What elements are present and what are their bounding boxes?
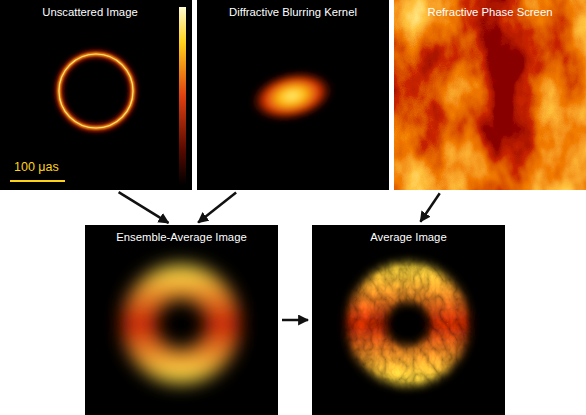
scattered-ring — [366, 282, 450, 366]
image-panel: Diffractive Blurring Kernel — [197, 0, 389, 190]
panel-title: Refractive Phase Screen — [394, 0, 586, 20]
colorbar — [179, 7, 186, 185]
flow-arrow — [119, 192, 169, 223]
image-panel: Ensemble-Average Image — [85, 225, 278, 415]
ring-core — [59, 54, 133, 128]
flow-arrow — [198, 192, 236, 222]
phase-screen — [394, 0, 586, 190]
flow-arrow — [420, 193, 439, 221]
panel-ground — [197, 0, 389, 190]
ring — [59, 54, 133, 128]
blurred-ring — [139, 282, 223, 366]
panel-title: Average Image — [312, 225, 505, 245]
panel-ground — [85, 225, 278, 415]
panel-ground — [0, 0, 192, 190]
image-panel: Average Image — [312, 225, 505, 415]
panel-ground — [312, 225, 505, 415]
panel-title: Diffractive Blurring Kernel — [197, 0, 389, 20]
panel-title: Ensemble-Average Image — [85, 225, 278, 245]
scale-label: 100 μas — [14, 160, 59, 174]
ring-glow — [59, 54, 133, 128]
image-panel: Refractive Phase Screen — [394, 0, 586, 190]
panel-ground — [394, 0, 586, 190]
scale-bar — [10, 180, 65, 182]
panel-title: Unscattered Image — [0, 0, 186, 20]
blurring-kernel — [244, 62, 340, 129]
flow-arrow — [282, 319, 308, 322]
